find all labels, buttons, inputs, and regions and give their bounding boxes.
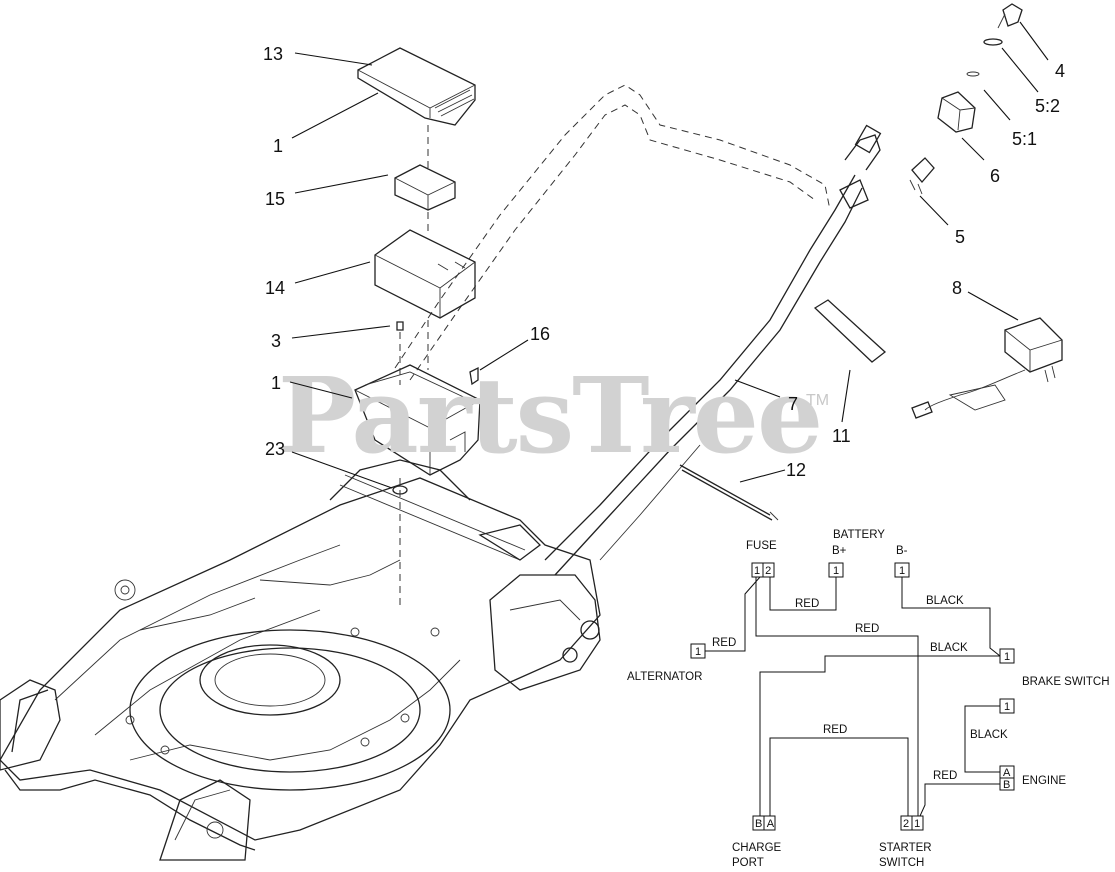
wire-label-black-brake-charge: BLACK [930,642,968,654]
charger-8 [911,317,1063,419]
callout-6: 6 [990,166,1000,186]
decal-11 [813,299,887,363]
wire-red-fuse-battery [769,577,837,611]
callout-12: 12 [786,460,806,480]
clip-16 [469,366,479,386]
wire-black-brake-charge [759,655,1000,816]
engine-pin-a: A [1003,767,1011,779]
engine-pin-b: B [1003,779,1010,791]
callout-5: 5 [955,227,965,247]
callout-1-tray: 1 [271,373,281,393]
battery-cover-13 [357,47,476,126]
starter-switch-connector: 2 1 STARTER SWITCH [879,815,932,869]
watermark-text: PartsTree [278,354,821,477]
callout-16: 16 [530,324,550,344]
starter-switch-label-2: SWITCH [879,857,924,869]
battery-minus-label: B- [896,545,908,557]
charge-port-label-1: CHARGE [732,842,782,854]
battery-pad-15 [394,164,456,211]
alternator-pin: 1 [695,646,701,658]
wire-label-black-battery-brake: BLACK [926,595,964,607]
wire-black-battery-brake [901,577,1001,657]
wire-red-charge-starter [769,737,909,816]
mower-deck [0,459,601,861]
alternator-connector: 1 ALTERNATOR [627,643,706,683]
callouts: 13 1 15 14 3 16 1 23 4 5:2 5:1 6 5 8 7 1… [263,44,1065,480]
callout-13: 13 [263,44,283,64]
engine-label: ENGINE [1022,775,1066,787]
wiring-schematic: FUSE 1 2 BATTERY B+ B- 1 1 1 ALTERNATOR … [627,529,1110,869]
callout-5-2: 5:2 [1035,96,1060,116]
wire-label-red-alternator: RED [712,637,736,649]
engine-connector: 1 A B ENGINE [999,698,1066,791]
leader-lines [289,21,1049,489]
wire-red-engine [919,783,1000,817]
wire-label-red-charge-starter: RED [823,724,847,736]
battery-14 [374,229,476,319]
brake-switch-label: BRAKE SWITCH [1022,676,1110,688]
charge-port-label-2: PORT [732,857,764,869]
wire-label-black-engine: BLACK [970,729,1008,741]
callout-14: 14 [265,278,285,298]
engine-pin-top: 1 [1004,701,1010,713]
callout-7: 7 [788,394,798,414]
fuse-connector: FUSE 1 2 [746,540,777,578]
callout-3: 3 [271,331,281,351]
starter-switch-pins: 2 1 [903,818,921,830]
starter-switch-label-1: STARTER [879,842,932,854]
watermark: PartsTree TM [278,354,829,477]
wire-red-alternator [705,576,761,652]
battery-minus-pin: 1 [899,565,905,577]
battery-connectors: BATTERY B+ B- 1 1 [828,529,910,578]
cable-tie-12 [679,464,779,521]
washer-23 [392,478,408,605]
battery-tray-1 [354,364,481,476]
charge-port-connector: B A CHARGE PORT [732,815,782,869]
callout-15: 15 [265,189,285,209]
battery-plus-label: B+ [832,545,847,557]
charge-port-pins: B A [755,818,775,830]
wire-black-engine [964,705,1000,773]
callout-1-cover: 1 [273,136,283,156]
watermark-trademark: TM [806,392,829,409]
callout-4: 4 [1055,61,1065,81]
brake-switch-connector: 1 BRAKE SWITCH [999,648,1110,688]
battery-plus-pin: 1 [833,565,839,577]
wire-label-red-fuse-starter: RED [855,623,879,635]
wire-label-red-fuse-battery: RED [795,598,819,610]
wire-red-fuse-starter [755,577,919,816]
callout-11: 11 [832,426,851,446]
fuse-pins: 1 2 [754,565,772,577]
callout-5-1: 5:1 [1012,129,1037,149]
brake-switch-pin: 1 [1004,651,1010,663]
ignition-key-parts [909,3,1023,195]
wire-label-red-engine: RED [933,770,957,782]
callout-8: 8 [952,278,962,298]
handle-assembly [394,84,882,576]
screw-3 [396,321,404,385]
battery-label: BATTERY [833,529,885,541]
callout-23: 23 [265,439,285,459]
alternator-label: ALTERNATOR [627,671,702,683]
fuse-label: FUSE [746,540,777,552]
